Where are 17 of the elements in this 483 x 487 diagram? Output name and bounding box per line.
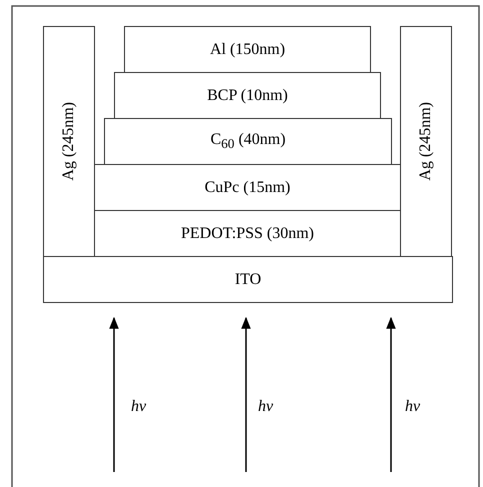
- layer-label: PEDOT:PSS (30nm): [181, 224, 314, 242]
- device-layer: [114, 72, 381, 119]
- substrate-layer: [43, 256, 453, 303]
- layer-label: Ag (245nm): [417, 102, 435, 181]
- layer-label: ITO: [234, 270, 262, 288]
- layer-label: Ag (245nm): [60, 102, 78, 181]
- device-layer: [104, 118, 392, 165]
- photon-label: hv: [258, 398, 274, 416]
- layer-label: BCP (10nm): [207, 86, 288, 104]
- layer-label: CuPc (15nm): [204, 178, 290, 196]
- electrode-layer: [400, 26, 452, 257]
- photon-label: hv: [405, 398, 420, 416]
- layer-label: C$_{60}$ (40nm): [210, 130, 286, 152]
- layer-label: Al (150nm): [210, 40, 286, 58]
- device-layer: [124, 26, 371, 73]
- electrode-layer: [43, 26, 95, 257]
- photon-label: hv: [131, 398, 146, 416]
